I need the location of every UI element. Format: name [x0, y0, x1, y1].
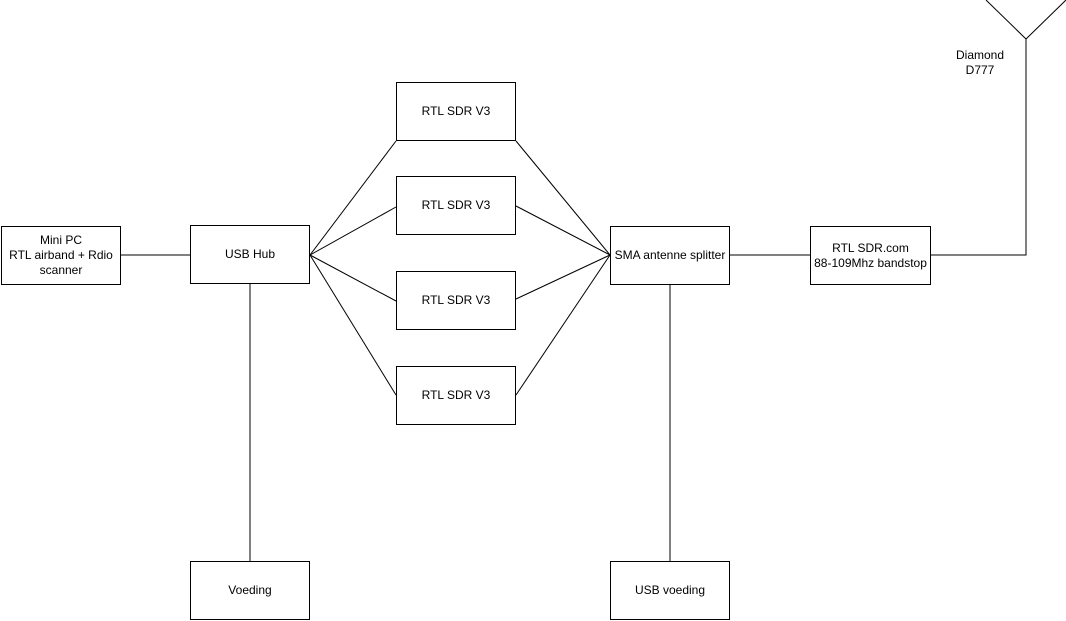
- antenna-left-arm-line: [985, 0, 1027, 40]
- node-rtl-sdr-v3-1[interactable]: RTL SDR V3: [396, 82, 516, 141]
- connector-rtl-sdr-v3-3-to-sma-splitter: [515, 254, 611, 300]
- node-label-rtl-sdr-v3-4: RTL SDR V3: [421, 388, 491, 402]
- node-bandstop[interactable]: RTL SDR.com 88-109Mhz bandstop: [810, 226, 931, 285]
- node-label-voeding: Voeding: [228, 583, 272, 597]
- node-label-rtl-sdr-v3-3: RTL SDR V3: [421, 293, 491, 307]
- node-voeding[interactable]: Voeding: [190, 561, 310, 620]
- node-label-usb-hub: USB Hub: [224, 247, 276, 261]
- node-label-usb-voeding: USB voeding: [634, 583, 706, 597]
- node-mini-pc[interactable]: Mini PC RTL airband + Rdio scanner: [1, 226, 121, 285]
- node-sma-splitter[interactable]: SMA antenne splitter: [610, 226, 730, 285]
- node-label-sma-splitter: SMA antenne splitter: [614, 248, 726, 262]
- connector-usb-hub-to-rtl-sdr-v3-1: [309, 140, 397, 256]
- node-label-mini-pc: Mini PC RTL airband + Rdio scanner: [9, 233, 113, 277]
- node-rtl-sdr-v3-4[interactable]: RTL SDR V3: [396, 366, 516, 425]
- node-label-rtl-sdr-v3-1: RTL SDR V3: [421, 104, 491, 118]
- antenna-right-arm-line: [1025, 0, 1066, 40]
- node-usb-hub[interactable]: USB Hub: [190, 225, 310, 284]
- node-label-bandstop: RTL SDR.com 88-109Mhz bandstop: [814, 240, 927, 270]
- connector-usb-hub-to-rtl-sdr-v3-3: [309, 254, 397, 302]
- node-rtl-sdr-v3-2[interactable]: RTL SDR V3: [396, 176, 516, 235]
- connector-rtl-sdr-v3-2-to-sma-splitter: [515, 205, 611, 256]
- node-label-rtl-sdr-v3-2: RTL SDR V3: [421, 198, 491, 212]
- connector-usb-hub-to-rtl-sdr-v3-2: [309, 206, 397, 256]
- connector-rtl-sdr-v3-1-to-sma-splitter: [515, 140, 611, 256]
- connector-usb-hub-to-rtl-sdr-v3-4: [309, 254, 397, 396]
- connector-rtl-sdr-v3-4-to-sma-splitter: [515, 254, 611, 396]
- antenna-label-diamond-d777: Diamond D777: [955, 48, 1005, 77]
- node-usb-voeding[interactable]: USB voeding: [610, 561, 730, 620]
- node-rtl-sdr-v3-3[interactable]: RTL SDR V3: [396, 271, 516, 330]
